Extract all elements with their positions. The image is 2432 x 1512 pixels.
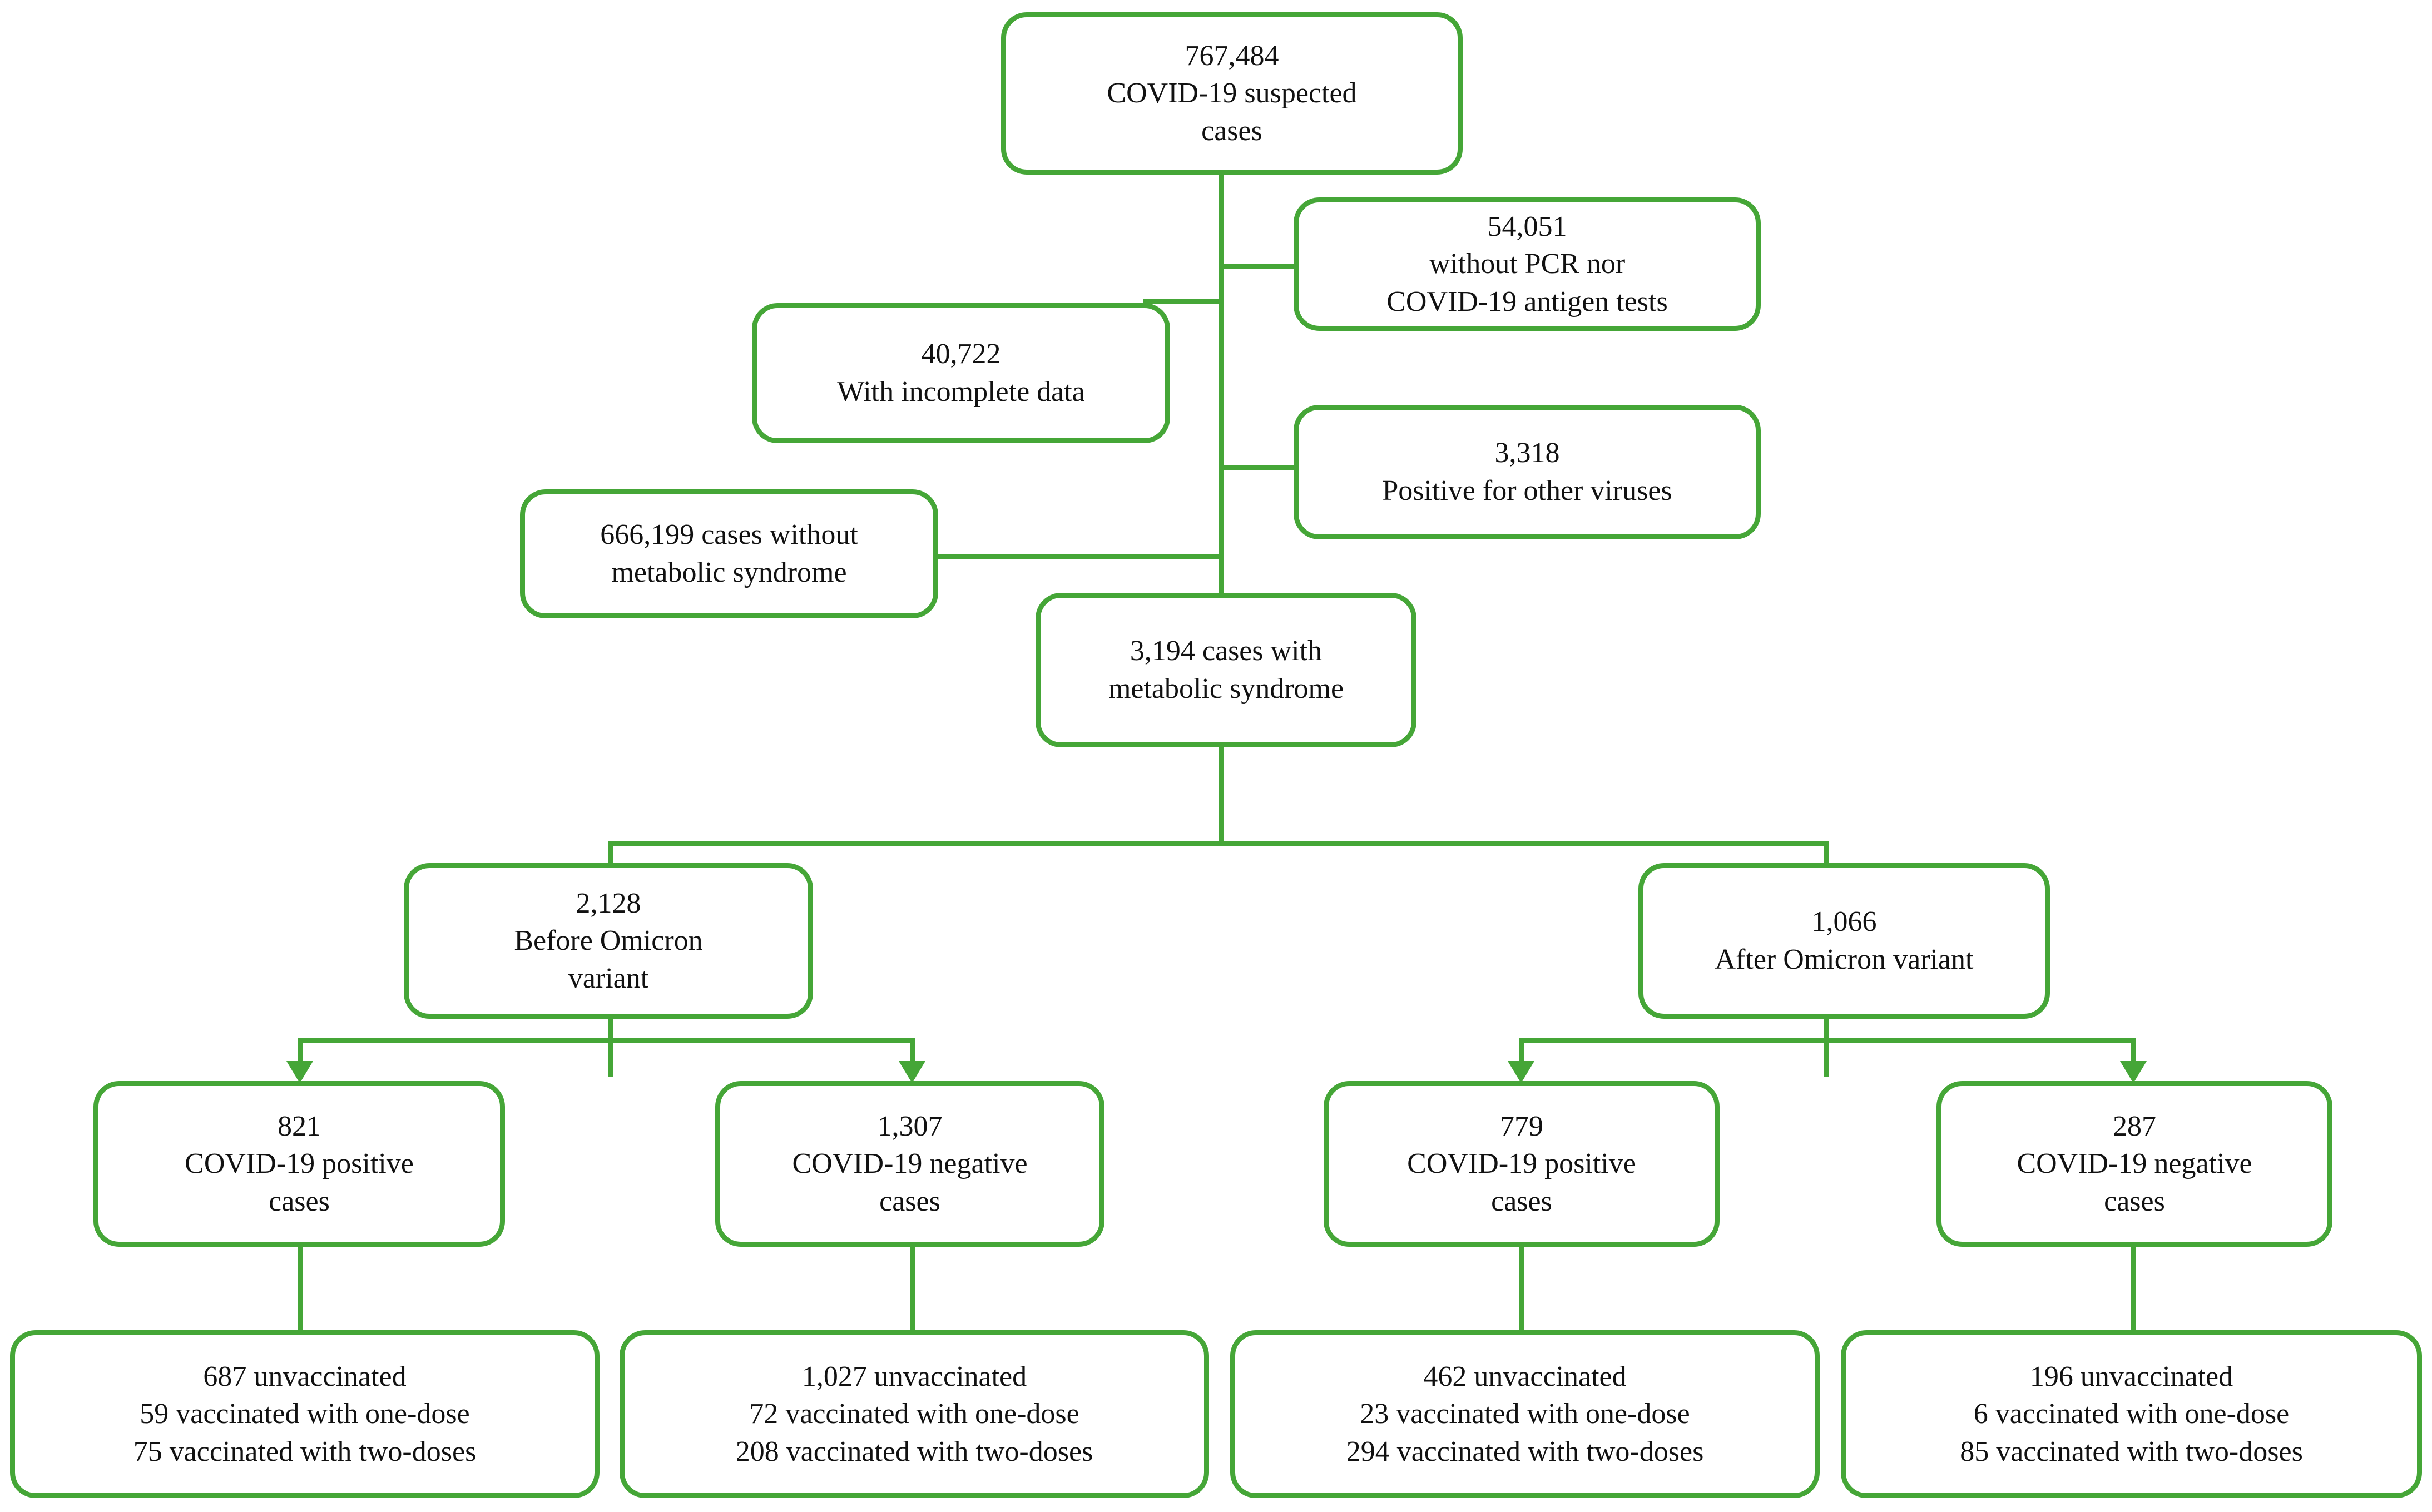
connector-after-omicron-down — [1824, 1015, 1829, 1077]
node-incomplete-data[interactable]: 40,722 With incomplete data — [752, 303, 1170, 443]
connector-to-other-viruses — [1219, 465, 1294, 470]
node-before-negative-line-3: cases — [879, 1185, 940, 1217]
connector-before-positive-to-vax — [298, 1245, 303, 1342]
connector-after-negative-to-vax — [2131, 1245, 2136, 1342]
arrowhead-after-negative — [2120, 1061, 2147, 1083]
node-before-negative-line-1: 1,307 — [877, 1110, 943, 1142]
node-vaccination-before-negative[interactable]: 1,027 unvaccinated 72 vaccinated with on… — [620, 1330, 1209, 1498]
node-suspected-cases[interactable]: 767,484 COVID-19 suspected cases — [1001, 12, 1463, 175]
node-without-tests-line-1: 54,051 — [1487, 210, 1567, 242]
arrowhead-before-negative — [899, 1061, 925, 1083]
node-other-viruses-line-1: 3,318 — [1494, 437, 1560, 469]
node-after-negative-line-1: 287 — [2113, 1110, 2156, 1142]
connector-to-without-ms — [936, 554, 1224, 559]
node-suspected-line-2: COVID-19 suspected — [1107, 77, 1357, 110]
vax-before-negative-line-3: 208 vaccinated with two-doses — [735, 1435, 1093, 1468]
connector-before-omicron-down — [608, 1015, 613, 1077]
node-incomplete-line-1: 40,722 — [921, 338, 1001, 370]
node-after-positive-line-2: COVID-19 positive — [1407, 1148, 1636, 1180]
vax-before-negative-line-1: 1,027 unvaccinated — [801, 1360, 1027, 1392]
node-before-omicron-line-1: 2,128 — [576, 887, 641, 919]
arrowhead-before-positive — [286, 1061, 313, 1083]
vax-after-negative-line-3: 85 vaccinated with two-doses — [1960, 1435, 2303, 1468]
node-suspected-line-1: 767,484 — [1185, 39, 1279, 72]
node-after-omicron-line-1: 1,066 — [1811, 906, 1877, 938]
connector-split-bar-after — [1519, 1038, 2136, 1043]
connector-to-no-tests — [1219, 264, 1294, 269]
node-without-tests-line-2: without PCR nor — [1429, 248, 1626, 280]
node-before-positive-line-1: 821 — [278, 1110, 321, 1142]
node-before-omicron[interactable]: 2,128 Before Omicron variant — [404, 863, 813, 1019]
connector-spine-main — [1219, 174, 1224, 598]
node-vaccination-after-negative[interactable]: 196 unvaccinated 6 vaccinated with one-d… — [1841, 1330, 2422, 1498]
node-suspected-line-3: cases — [1201, 115, 1262, 147]
connector-split-bar-before — [298, 1038, 915, 1043]
connector-after-positive-to-vax — [1519, 1245, 1524, 1342]
vax-after-negative-line-1: 196 unvaccinated — [2029, 1360, 2233, 1392]
node-vaccination-after-positive[interactable]: 462 unvaccinated 23 vaccinated with one-… — [1230, 1330, 1820, 1498]
node-without-ms-line-2: metabolic syndrome — [611, 557, 847, 588]
vax-after-positive-line-1: 462 unvaccinated — [1423, 1360, 1627, 1392]
connector-with-ms-down — [1219, 745, 1224, 846]
vax-after-positive-line-3: 294 vaccinated with two-doses — [1346, 1435, 1704, 1468]
node-before-negative-cases[interactable]: 1,307 COVID-19 negative cases — [715, 1081, 1104, 1247]
connector-drop-before-negative — [910, 1038, 915, 1070]
vax-after-positive-line-2: 23 vaccinated with one-dose — [1360, 1398, 1690, 1430]
vax-before-positive-line-3: 75 vaccinated with two-doses — [133, 1435, 477, 1468]
node-incomplete-line-2: With incomplete data — [837, 376, 1085, 408]
node-after-negative-line-3: cases — [2104, 1185, 2165, 1217]
connector-split-bar-level1 — [608, 841, 1829, 846]
node-before-positive-cases[interactable]: 821 COVID-19 positive cases — [93, 1081, 505, 1247]
node-after-negative-line-2: COVID-19 negative — [2017, 1148, 2252, 1180]
vax-before-positive-line-2: 59 vaccinated with one-dose — [140, 1398, 470, 1430]
vax-before-negative-line-2: 72 vaccinated with one-dose — [749, 1398, 1079, 1430]
node-vaccination-before-positive[interactable]: 687 unvaccinated 59 vaccinated with one-… — [10, 1330, 600, 1498]
connector-drop-after-positive — [1519, 1038, 1524, 1070]
vax-before-positive-line-1: 687 unvaccinated — [203, 1360, 407, 1392]
connector-drop-after-negative — [2131, 1038, 2136, 1070]
node-after-omicron-line-2: After Omicron variant — [1715, 944, 1974, 975]
connector-before-negative-to-vax — [910, 1245, 915, 1342]
node-before-positive-line-2: COVID-19 positive — [185, 1148, 414, 1180]
arrowhead-after-positive — [1508, 1061, 1534, 1083]
node-with-metabolic-syndrome[interactable]: 3,194 cases with metabolic syndrome — [1036, 593, 1416, 747]
node-without-tests[interactable]: 54,051 without PCR nor COVID-19 antigen … — [1294, 197, 1761, 331]
node-after-negative-cases[interactable]: 287 COVID-19 negative cases — [1936, 1081, 2332, 1247]
node-other-viruses-line-2: Positive for other viruses — [1382, 475, 1672, 507]
node-other-viruses[interactable]: 3,318 Positive for other viruses — [1294, 405, 1761, 539]
connector-drop-before-positive — [298, 1038, 303, 1070]
node-without-tests-line-3: COVID-19 antigen tests — [1386, 285, 1668, 318]
node-before-positive-line-3: cases — [269, 1185, 330, 1217]
node-after-positive-cases[interactable]: 779 COVID-19 positive cases — [1324, 1081, 1720, 1247]
node-before-negative-line-2: COVID-19 negative — [792, 1148, 1028, 1180]
node-before-omicron-line-2: Before Omicron — [514, 925, 703, 957]
node-before-omicron-line-3: variant — [568, 962, 649, 994]
node-with-ms-line-1: 3,194 cases with — [1130, 635, 1323, 667]
node-after-omicron[interactable]: 1,066 After Omicron variant — [1638, 863, 2050, 1019]
vax-after-negative-line-2: 6 vaccinated with one-dose — [1973, 1398, 2290, 1430]
node-without-metabolic-syndrome[interactable]: 666,199 cases without metabolic syndrome — [520, 489, 938, 618]
connector-to-incomplete — [1143, 299, 1224, 304]
node-with-ms-line-2: metabolic syndrome — [1108, 673, 1344, 705]
node-after-positive-line-3: cases — [1491, 1185, 1552, 1217]
node-without-ms-line-1: 666,199 cases without — [600, 519, 858, 551]
node-after-positive-line-1: 779 — [1500, 1110, 1543, 1142]
